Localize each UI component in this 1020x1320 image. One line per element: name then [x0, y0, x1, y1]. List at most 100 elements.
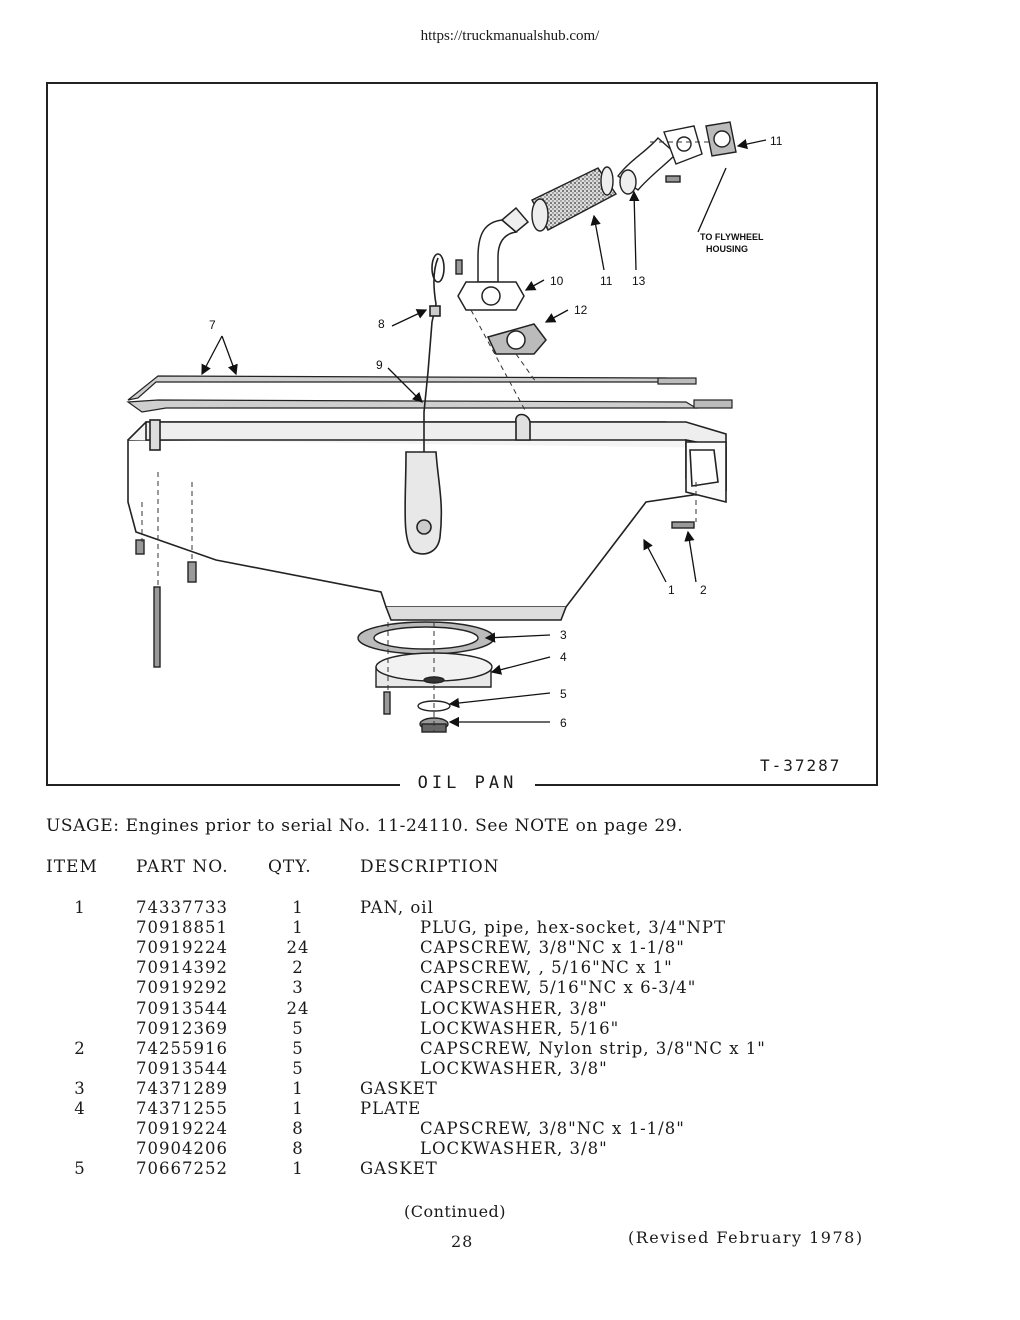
capscrews	[135, 175, 695, 715]
quantity: 24	[286, 998, 310, 1018]
callout-5: 5	[560, 687, 567, 701]
quantity: 5	[292, 1058, 304, 1078]
part-number: 70919224	[136, 938, 228, 958]
quantity: 8	[292, 1119, 304, 1139]
elbow	[617, 121, 737, 195]
callout-12a: 11	[770, 134, 783, 148]
part-number: 70918851	[136, 918, 228, 938]
quantity: 1	[292, 1159, 304, 1179]
part-number: 70667252	[136, 1159, 228, 1179]
drain-parts	[357, 621, 495, 733]
table-row: 4 74371255 1 PLATE	[0, 1099, 1020, 1119]
callout-8: 8	[378, 317, 385, 331]
quantity: 1	[292, 1099, 304, 1118]
table-row: 70904206 8 LOCKWASHER, 3/8"	[0, 1139, 1020, 1159]
callout-13: 13	[632, 274, 646, 288]
oil-pan-exploded-diagram: 11 TO FLYWHEEL HOUSING 10 11 13 12 8 7 9…	[126, 121, 783, 733]
table-row: 70913544 5 LOCKWASHER, 3/8"	[0, 1059, 1020, 1079]
continued-note: (Continued)	[404, 1202, 507, 1221]
table-row: 1 74337733 1 PAN, oil	[0, 898, 1020, 918]
description: PLATE	[360, 1099, 422, 1118]
table-row: 70913544 24 LOCKWASHER, 3/8"	[0, 999, 1020, 1019]
quantity: 1	[292, 1078, 304, 1098]
figure-caption: OIL PAN	[400, 773, 535, 793]
quantity: 24	[286, 938, 310, 958]
oil-pan	[127, 413, 727, 621]
table-row: 2 74255916 5 CAPSCREW, Nylon strip, 3/8"NC …	[0, 1039, 1020, 1059]
callout-12b: 12	[574, 303, 588, 317]
part-number: 70919292	[136, 978, 228, 998]
table-row: 3 74371289 1 GASKET	[0, 1079, 1020, 1099]
table-row: 70919224 8 CAPSCREW, 3/8"NC x 1-1/8"	[0, 1119, 1020, 1139]
table-row: 5 70667252 1 GASKET	[0, 1159, 1020, 1179]
description: CAPSCREW, 5/16"NC x 6-3/4"	[420, 978, 697, 998]
figure-frame	[46, 82, 878, 786]
callout-1: 1	[668, 583, 675, 597]
quantity: 3	[292, 978, 304, 998]
description: LOCKWASHER, 3/8"	[420, 1139, 608, 1159]
quantity: 2	[292, 958, 304, 978]
description: GASKET	[360, 1159, 438, 1179]
flywheel-note-2: HOUSING	[706, 244, 748, 254]
caption-rule-right	[530, 784, 878, 786]
header-part-no: PART NO.	[136, 857, 229, 877]
item-number: 5	[74, 1159, 86, 1179]
quantity: 8	[292, 1139, 304, 1159]
part-number: 74371255	[136, 1099, 228, 1118]
hose	[531, 166, 618, 232]
description: PAN, oil	[360, 898, 434, 917]
table-row: 70912369 5 LOCKWASHER, 5/16"	[0, 1019, 1020, 1039]
part-number: 70913544	[136, 1058, 228, 1078]
dipstick	[423, 253, 445, 452]
figure-number: T-37287	[760, 756, 842, 775]
header-description: DESCRIPTION	[360, 857, 500, 877]
quantity: 5	[292, 1038, 304, 1058]
part-number: 70919224	[136, 1119, 228, 1139]
quantity: 1	[292, 918, 304, 938]
revision-note: (Revised February 1978)	[628, 1228, 864, 1247]
callout-9: 9	[376, 358, 383, 372]
table-row: 70919224 24 CAPSCREW, 3/8"NC x 1-1/8"	[0, 938, 1020, 958]
description: CAPSCREW, 3/8"NC x 1-1/8"	[420, 938, 685, 958]
description: GASKET	[360, 1078, 438, 1098]
description: CAPSCREW, 3/8"NC x 1-1/8"	[420, 1119, 685, 1139]
description: LOCKWASHER, 3/8"	[420, 1058, 608, 1078]
description: CAPSCREW, , 5/16"NC x 1"	[420, 958, 673, 978]
header-item: ITEM	[46, 857, 98, 877]
table-row: 70919292 3 CAPSCREW, 5/16"NC x 6-3/4"	[0, 978, 1020, 998]
description: PLUG, pipe, hex-socket, 3/4"NPT	[420, 918, 726, 938]
item-number: 4	[74, 1099, 86, 1118]
part-number: 74255916	[136, 1038, 228, 1058]
caption-rule-left	[46, 784, 406, 786]
description: LOCKWASHER, 3/8"	[420, 998, 608, 1018]
callout-6: 6	[560, 716, 567, 730]
callout-4: 4	[560, 650, 567, 664]
page-number: 28	[451, 1232, 474, 1251]
part-number: 70912369	[136, 1018, 228, 1038]
table-row: 70914392 2 CAPSCREW, , 5/16"NC x 1"	[0, 958, 1020, 978]
item-number: 1	[74, 898, 86, 917]
part-number: 74371289	[136, 1078, 228, 1098]
pan-gaskets	[126, 375, 733, 413]
part-number: 74337733	[136, 898, 228, 917]
breather-tube	[457, 206, 547, 355]
callout-11: 11	[600, 274, 613, 288]
description: LOCKWASHER, 5/16"	[420, 1018, 620, 1038]
part-number: 70913544	[136, 998, 228, 1018]
description: CAPSCREW, Nylon strip, 3/8"NC x 1"	[420, 1038, 766, 1058]
quantity: 1	[292, 898, 304, 917]
part-number: 70904206	[136, 1139, 228, 1159]
callout-10: 10	[550, 274, 564, 288]
flywheel-note-1: TO FLYWHEEL	[700, 232, 764, 242]
source-url[interactable]: https://truckmanualshub.com/	[420, 28, 600, 44]
item-number: 3	[74, 1078, 86, 1098]
usage-note: USAGE: Engines prior to serial No. 11-24…	[46, 816, 684, 836]
callout-7: 7	[209, 318, 216, 332]
callout-3: 3	[560, 628, 567, 642]
table-row: 70918851 1 PLUG, pipe, hex-socket, 3/4"NPT	[0, 918, 1020, 938]
quantity: 5	[292, 1018, 304, 1038]
callout-2: 2	[700, 583, 707, 597]
header-qty: QTY.	[268, 857, 312, 877]
part-number: 70914392	[136, 958, 228, 978]
item-number: 2	[74, 1038, 86, 1058]
